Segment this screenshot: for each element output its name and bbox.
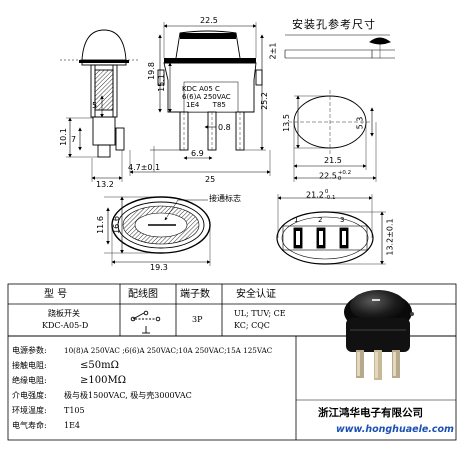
spec-power-label: 电源参数: bbox=[12, 346, 47, 355]
model-code: KDC-A05-D bbox=[42, 321, 89, 330]
company-name: 浙江鸿华电子有限公司 bbox=[318, 407, 423, 419]
spec-temp-label: 环境温度: bbox=[12, 406, 47, 415]
model-name: 跷板开关 bbox=[48, 309, 80, 318]
dim-5-3: 5.3 bbox=[355, 116, 365, 130]
dim-7: 7 bbox=[71, 135, 77, 144]
th-terminals: 端子数 bbox=[180, 289, 210, 300]
spec-dielectric-value: 极与极1500VAC, 极与壳3000VAC bbox=[64, 391, 192, 400]
dim-13-2: 13.2 bbox=[96, 180, 114, 189]
dim-25: 25 bbox=[205, 175, 216, 184]
cert-line-1: UL; TUV; CE bbox=[234, 309, 286, 318]
product-photo bbox=[344, 290, 414, 380]
bottom-view bbox=[276, 194, 386, 265]
dim-19-3: 19.3 bbox=[150, 263, 168, 272]
mounting-hole-view bbox=[284, 34, 395, 182]
front-view bbox=[129, 22, 271, 176]
dim-22-5-top: 22.5 bbox=[200, 16, 218, 25]
dim-2-pm-1: 2±1 bbox=[268, 42, 278, 60]
spec-insulation-label: 绝缘电阻: bbox=[12, 376, 47, 385]
spec-power-value: 10(8)A 250VAC ;6(6)A 250VAC;10A 250VAC;1… bbox=[64, 346, 273, 355]
dim-4-7: 4.7±0.1 bbox=[128, 163, 161, 172]
top-view bbox=[104, 196, 211, 266]
dim-13-5: 13.5 bbox=[281, 114, 291, 132]
dim-5: 5 bbox=[92, 101, 98, 110]
dim-15-1: 15.1 bbox=[156, 74, 166, 92]
spec-table bbox=[7, 283, 457, 441]
th-model: 型 号 bbox=[44, 289, 68, 300]
dim-11-6: 11.6 bbox=[95, 216, 105, 234]
mount-title: 安装孔参考尺寸 bbox=[292, 18, 376, 31]
terminal-count: 3P bbox=[192, 315, 203, 324]
marking-line-1: KDC A05 C bbox=[182, 85, 220, 93]
dim-6-9: 6.9 bbox=[191, 149, 204, 158]
spec-temp-value: T105 bbox=[64, 406, 85, 415]
indicator-label: 接通标志 bbox=[209, 194, 241, 203]
dim-21-5: 21.5 bbox=[324, 156, 342, 165]
dim-19-8: 19.8 bbox=[146, 62, 156, 80]
spec-contact-value: ≤50mΩ bbox=[80, 360, 119, 371]
dim-25-2: 25.2 bbox=[259, 92, 269, 110]
th-cert: 安全认证 bbox=[236, 289, 276, 300]
marking-line-3: 1E4 T85 bbox=[186, 101, 226, 109]
pin-label-3: 3 bbox=[340, 216, 345, 224]
company-url[interactable]: www.honghuaele.com bbox=[336, 424, 454, 435]
th-wiring: 配线图 bbox=[128, 289, 158, 300]
dim-0-8: 0.8 bbox=[218, 123, 231, 132]
dim-10-1: 10.1 bbox=[58, 128, 68, 146]
pin-label-2: 2 bbox=[318, 216, 323, 224]
wiring-diagram bbox=[130, 310, 161, 334]
spec-dielectric-label: 介电强度: bbox=[12, 391, 47, 400]
spec-life-label: 电气寿命: bbox=[12, 421, 47, 430]
dim-13-2-tol: 13.2±0.1 bbox=[385, 218, 395, 256]
side-view bbox=[60, 29, 140, 182]
spec-insulation-value: ≥100MΩ bbox=[80, 375, 126, 386]
dim-16-6: 16.6 bbox=[111, 216, 121, 234]
spec-life-value: 1E4 bbox=[64, 421, 81, 430]
marking-line-2: 6(6)A 250VAC bbox=[182, 93, 231, 101]
cert-line-2: KC; CQC bbox=[234, 321, 270, 330]
spec-contact-label: 接触电阻: bbox=[12, 361, 47, 370]
pin-label-1: 1 bbox=[294, 216, 299, 224]
